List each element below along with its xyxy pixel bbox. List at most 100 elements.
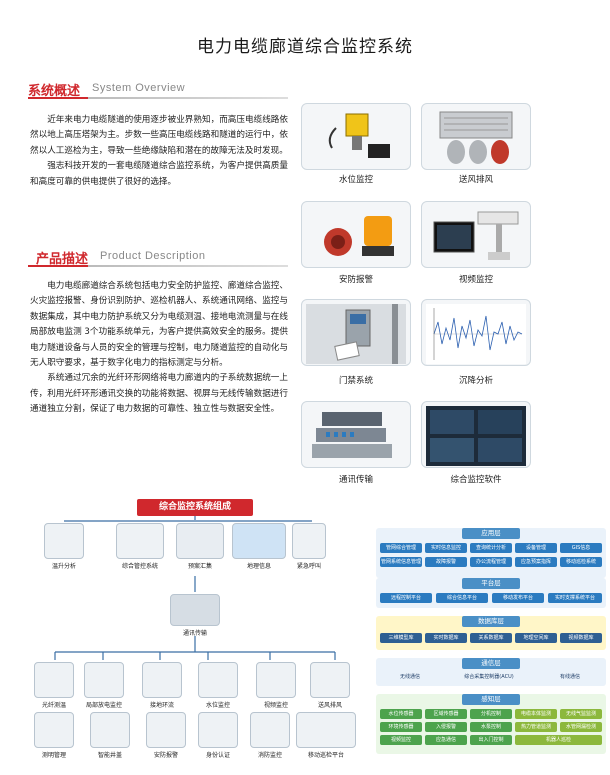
tile-label: 安防报警: [338, 275, 373, 285]
manhole-icon: [90, 712, 130, 748]
layer-chip: 三维模型库: [380, 633, 422, 643]
layer-chip: 出入门控制: [470, 735, 512, 745]
product-paragraph: 系统通过冗余的光纤环形网络将电力廊道内的子系统数据统一上传，利用光纤环形通讯交换…: [30, 373, 288, 415]
comm-layer-title: 通信层: [462, 658, 520, 669]
alarm-siren-icon: [301, 201, 411, 268]
water-pump-icon: [198, 662, 238, 698]
monitor-software-icon: [421, 401, 531, 468]
layer-chip: 实时信息监控: [425, 543, 467, 553]
layer-chip: GIS信息: [560, 543, 602, 553]
heading-underline: [28, 265, 288, 267]
app-layer-title: 应用层: [462, 528, 520, 539]
layer-chip: 综合采集控制器(ACU): [464, 674, 514, 680]
layer-chip: 无线通信: [399, 674, 420, 680]
layer-chip: 故障报警: [425, 557, 467, 567]
tile-label: 通讯传输: [338, 475, 373, 485]
fire-panel-icon: [250, 712, 290, 748]
layer-chip: 查询统计分析: [470, 543, 512, 553]
section-product-heading: 产品描述 Product Description: [28, 248, 288, 270]
overview-heading-cn: 系统概述: [28, 84, 81, 99]
layer-chip: 实时数据库: [425, 633, 467, 643]
layer-chip: 水位传感器: [380, 709, 422, 719]
data-layer-title: 数据库层: [462, 616, 520, 627]
video-camera-icon: [421, 201, 531, 268]
layer-chip: 应急通信: [425, 735, 467, 745]
layer-chip: 管网系统信息管理: [380, 557, 422, 567]
product-text: 电力电缆廊道综合系统包括电力安全防护监控、廊道综合监控、火灾监控报警、身份识别防…: [30, 279, 288, 418]
tile-label: 沉降分析: [458, 376, 493, 386]
layer-chip: 分机控制: [470, 709, 512, 719]
diagram-label: 送风排风: [317, 702, 342, 709]
layer-chip: 无线气监监测: [560, 709, 602, 719]
product-heading-en: Product Description: [100, 250, 206, 262]
tile-label: 门禁系统: [338, 376, 373, 386]
diagram-label: 温升分析: [51, 563, 76, 570]
ground-current-icon: [142, 662, 182, 698]
temperature-analysis-icon: [44, 523, 84, 559]
layer-chip: 入侵报警: [425, 722, 467, 732]
overview-text: 近年来电力电缆隧道的使用逐步被业界熟知，而高压电缆线路依然以地上高压塔架为主。步…: [30, 113, 288, 190]
diagram-label: 消防监控: [257, 752, 282, 759]
tile-label: 视频监控: [458, 275, 493, 285]
diagram-label: 水位监控: [205, 702, 230, 709]
diagram-label: 地理信息: [246, 563, 271, 570]
tile-label: 水位监控: [338, 175, 373, 185]
layer-chip: 管网综合管理: [380, 543, 422, 553]
partial-discharge-icon: [84, 662, 124, 698]
layer-chip: 视频数据库: [560, 633, 602, 643]
diagram-label: 接地环流: [149, 702, 174, 709]
phone-icon: [292, 523, 326, 559]
layer-chip: 视频监控: [380, 735, 422, 745]
layer-chip: 环境传感器: [380, 722, 422, 732]
layer-chip: 综合信息平台: [436, 593, 488, 603]
layer-chip: 办公流程管理: [470, 557, 512, 567]
diagram-label: 预案汇集: [187, 563, 212, 570]
diagram-label: 测明管理: [41, 752, 66, 759]
diagram-label: 视频监控: [263, 702, 288, 709]
product-paragraph: 电力电缆廊道综合系统包括电力安全防护监控、廊道综合监控、火灾监控报警、身份识别防…: [30, 281, 288, 369]
layer-chip: 移动巡检系统: [560, 557, 602, 567]
layer-chip: 水管网漏检测: [560, 722, 602, 732]
diagram-label: 局部放电监控: [85, 702, 122, 709]
network-switch-icon: [301, 401, 411, 468]
platform-layer-title: 平台层: [462, 578, 520, 589]
access-control-icon: [301, 299, 411, 366]
settlement-chart-icon: [421, 299, 531, 366]
overview-paragraph: 强志科技开发的一套电缆隧道综合监控系统，为客户提供高质量和高度可靠的供电提供了很…: [30, 161, 288, 187]
diagram-title: 综合监控系统组成: [137, 499, 253, 516]
diagram-label: 智能井盖: [97, 752, 122, 759]
tile-label: 送风排风: [458, 175, 493, 185]
tile-label: 综合监控软件: [450, 475, 502, 485]
layer-chip: 移动发布平台: [492, 593, 544, 603]
layer-chip: 电缆本体监测: [515, 709, 557, 719]
fan-icon: [310, 662, 350, 698]
ventilation-fan-icon: [421, 103, 531, 170]
id-card-icon: [198, 712, 238, 748]
security-alarm-icon: [146, 712, 186, 748]
integrated-control-icon: [116, 523, 164, 559]
diagram-label: 安防报警: [153, 752, 178, 759]
cctv-icon: [256, 662, 296, 698]
layer-chip: 区域传感器: [425, 709, 467, 719]
water-level-sensor-icon: [301, 103, 411, 170]
robot-rail-icon: [296, 712, 356, 748]
diagram-label: 通讯传输: [182, 630, 207, 637]
overview-heading-en: System Overview: [92, 82, 186, 94]
plan-collection-icon: [176, 523, 224, 559]
layer-chip: 热力管道监测: [515, 722, 557, 732]
page-title: 电力电缆廊道综合监控系统: [197, 37, 413, 57]
layer-chip: 远程控制平台: [380, 593, 432, 603]
diagram-label: 移动巡检平台: [307, 752, 344, 759]
sensing-layer-title: 感知层: [462, 694, 520, 705]
fiber-temp-icon: [34, 662, 74, 698]
layer-chip: 关系数据库: [470, 633, 512, 643]
layer-chip: 实时支撑系统平台: [548, 593, 602, 603]
layer-chip: 地理空间库: [515, 633, 557, 643]
layer-chip: 应急预案指挥: [515, 557, 557, 567]
layer-chip: 有线通信: [559, 674, 580, 680]
lighting-icon: [34, 712, 74, 748]
section-overview-heading: 系统概述 System Overview: [28, 80, 288, 102]
map-info-icon: [232, 523, 286, 559]
diagram-label: 光纤测温: [41, 702, 66, 709]
heading-underline: [28, 97, 288, 99]
